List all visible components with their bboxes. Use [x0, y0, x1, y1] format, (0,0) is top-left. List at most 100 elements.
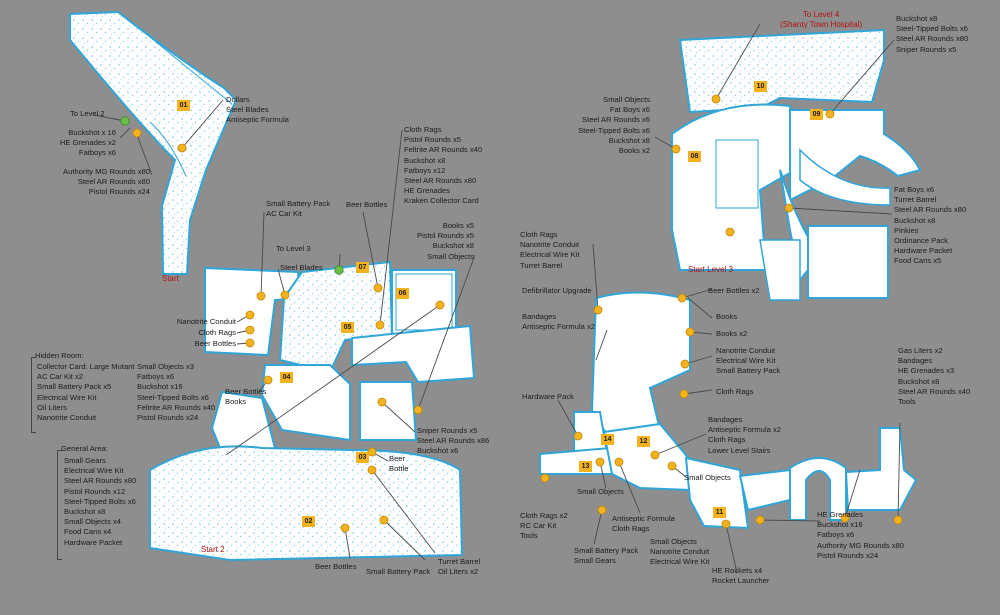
loot-marker [840, 513, 850, 523]
loot-label: Small Objects [684, 473, 731, 482]
loot-marker [755, 515, 765, 525]
loot-marker [245, 338, 255, 348]
loot-marker [677, 293, 687, 303]
loot-label: HE Rockets x4 Rocket Launcher [712, 566, 770, 586]
loot-marker [650, 450, 660, 460]
loot-marker [711, 94, 721, 104]
loot-marker [595, 457, 605, 467]
area-badge-09: 09 [810, 109, 823, 120]
loot-marker [132, 128, 142, 138]
loot-label: Cloth Rags x2 RC Car Kit Tools [520, 511, 568, 541]
loot-marker [893, 515, 903, 525]
loot-label: Buckshot x 16 HE Grenades x2 Fatboys x6 [59, 128, 116, 158]
loot-marker [367, 447, 377, 457]
loot-marker [597, 505, 607, 515]
hidden-room-bracket [31, 357, 36, 433]
loot-label: Cloth Rags [716, 387, 754, 396]
general-area-list: Small Gears Electrical Wire Kit Steel AR… [64, 456, 137, 547]
exit-marker-level-2 [120, 116, 130, 126]
loot-label: HE Grenades Buckshot x16 Fatboys x6 Auth… [817, 510, 904, 560]
loot-marker [375, 320, 385, 330]
area-badge-03: 03 [356, 452, 369, 463]
loot-label: Bandages Antiseptic Formula x2 Cloth Rag… [708, 415, 782, 455]
loot-marker [177, 143, 187, 153]
area-badge-13: 13 [579, 461, 592, 472]
to-level-4-label: To Level 4 (Shanty Town Hospital) [780, 10, 863, 29]
loot-label: Beer Bottles Books [225, 387, 267, 407]
area-badge-11: 11 [713, 507, 726, 518]
exit-markers [120, 116, 344, 275]
loot-marker [413, 405, 423, 415]
loot-marker [340, 523, 350, 533]
loot-marker [256, 291, 266, 301]
loot-label: Beer Bottle [389, 454, 409, 474]
exit-marker-level-3 [334, 265, 344, 275]
loot-marker [263, 375, 273, 385]
loot-label: Turret Barrel Oil Liters x2 [438, 557, 481, 577]
loot-label: Cloth Rags Pistol Rounds x5 Feltrite AR … [404, 125, 483, 206]
hidden-room-list: Collector Card: Large Mutant AC Car Kit … [37, 362, 135, 423]
loot-marker [679, 389, 689, 399]
area-badge-07: 07 [356, 262, 369, 273]
start-label: Start [162, 274, 179, 283]
loot-marker [784, 203, 794, 213]
loot-marker [725, 227, 735, 237]
loot-label: Steel Blades [280, 263, 323, 272]
loot-marker [593, 305, 603, 315]
loot-label: Nanotrite Conduit [176, 317, 236, 326]
loot-label: Small Objects Nanotrite Conduit Electric… [650, 537, 710, 567]
loot-marker [379, 515, 389, 525]
loot-marker [245, 325, 255, 335]
loot-label: Beer Bottles x2 [708, 286, 760, 295]
area-badge-06: 06 [396, 288, 409, 299]
loot-label: Small Battery Pack [366, 567, 431, 576]
general-area-title: General Area: [61, 444, 108, 453]
loot-marker [680, 359, 690, 369]
area-badge-05: 05 [341, 322, 354, 333]
loot-marker [377, 397, 387, 407]
loot-marker [614, 457, 624, 467]
loot-label: Small Battery Pack Small Gears [574, 546, 639, 566]
loot-label: Gas Liters x2 Bandages HE Grenades x3 Bu… [898, 346, 971, 407]
loot-label: Dollars Steel Blades Antiseptic Formula [226, 95, 289, 125]
tunnels-area [539, 291, 918, 530]
loot-markers [132, 94, 903, 533]
area-badge-10: 10 [754, 81, 767, 92]
street-area [69, 10, 238, 275]
hidden-room-list: Small Objects x3 Fatboys x6 Buckshot x16… [137, 362, 216, 423]
loot-label: Small Objects [577, 487, 624, 496]
loot-marker [367, 465, 377, 475]
loot-label: Beer Bottles [194, 339, 236, 348]
area-badge-04: 04 [280, 372, 293, 383]
area-badge-01: 01 [177, 100, 190, 111]
loot-label: Small Objects Fat Boys x6 Steel AR Round… [578, 95, 650, 156]
loot-label: Authority MG Rounds x80 Steel AR Rounds … [63, 167, 150, 197]
area-badge-08: 08 [688, 151, 701, 162]
area-badge-12: 12 [637, 436, 650, 447]
loot-marker [721, 519, 731, 529]
loot-label: Beer Bottles [346, 200, 388, 209]
general-area-bracket [57, 450, 62, 560]
loot-marker [540, 473, 550, 483]
to-level-3-label: To Level 3 [276, 244, 311, 253]
loot-marker [671, 144, 681, 154]
loot-marker [435, 300, 445, 310]
loot-label: Nanotrite Conduit Electrical Wire Kit Sm… [716, 346, 781, 376]
start-2-label: Start 2 [201, 545, 225, 554]
loot-label: Small Battery Pack AC Car Kit [266, 199, 331, 219]
loot-label: Defibrillator Upgrade [522, 286, 592, 295]
leader-lines [93, 23, 901, 574]
hospital-building [671, 28, 922, 301]
loot-label: Hardware Pack [522, 392, 574, 401]
loot-label: Fat Boys x6 Turret Barrel Steel AR Round… [894, 185, 967, 266]
loot-label: Books x2 [716, 329, 748, 338]
loot-marker [573, 431, 583, 441]
loot-label: Cloth Rags Nanotrite Conduit Electrical … [520, 230, 580, 270]
loot-label: Beer Bottles [315, 562, 357, 571]
start-level-3-label: Start Level 3 [688, 265, 733, 274]
loot-marker [373, 283, 383, 293]
area-badge-14: 14 [601, 434, 614, 445]
loot-marker [245, 310, 255, 320]
hidden-room-title: Hidden Room: [35, 351, 84, 360]
